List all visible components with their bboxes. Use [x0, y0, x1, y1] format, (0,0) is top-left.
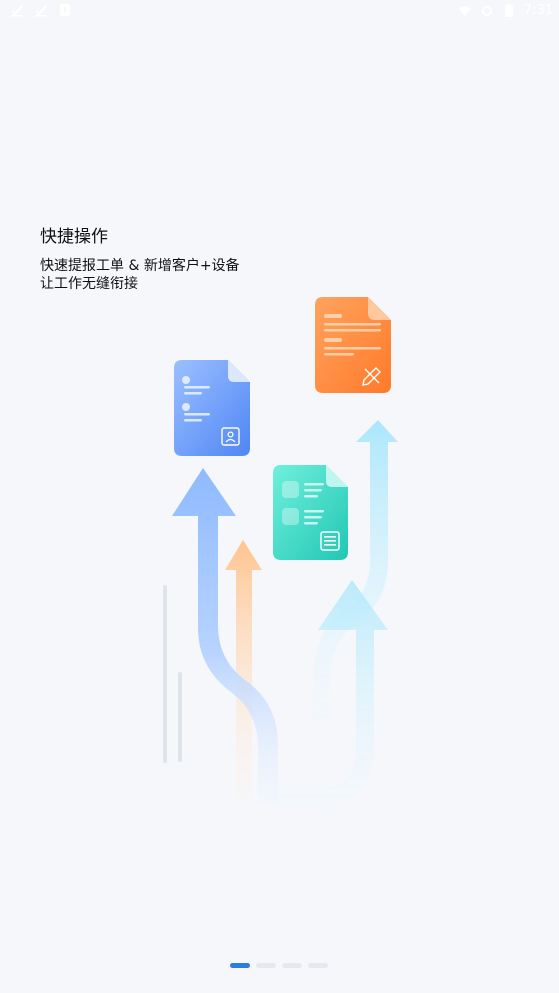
contact-card-icon [221, 427, 240, 446]
subtitle-line-1: 快速提报工单 & 新增客户+设备 [40, 258, 240, 274]
edit-pencil-icon [362, 367, 381, 386]
blue-arrow [172, 468, 278, 805]
page-dot-1[interactable] [230, 963, 250, 968]
status-bar: 7:31 [0, 0, 559, 24]
orange-arrow [225, 540, 262, 800]
checklist-document-card [273, 465, 348, 560]
page-title: 快捷操作 [40, 227, 108, 247]
battery-icon [504, 3, 513, 17]
download-check-icon [11, 5, 23, 17]
download-check-icon [35, 5, 47, 17]
customer-document-card [174, 360, 250, 456]
notification-icon [60, 4, 70, 16]
subtitle-line-2: 让工作无缝衔接 [40, 276, 138, 292]
onboarding-copy: 快捷操作 快速提报工单 & 新增客户+设备 让工作无缝衔接 [40, 222, 240, 293]
list-icon [320, 531, 340, 551]
dotted-decoration [163, 585, 182, 763]
status-time: 7:31 [523, 3, 553, 18]
signal-icon [481, 5, 492, 16]
page-dot-2[interactable] [256, 963, 276, 968]
cyan-arrow [268, 420, 398, 805]
page-dot-4[interactable] [308, 963, 328, 968]
page-dot-3[interactable] [282, 963, 302, 968]
wifi-icon [458, 6, 471, 16]
edit-document-card [315, 297, 391, 393]
page-indicator [230, 963, 328, 968]
